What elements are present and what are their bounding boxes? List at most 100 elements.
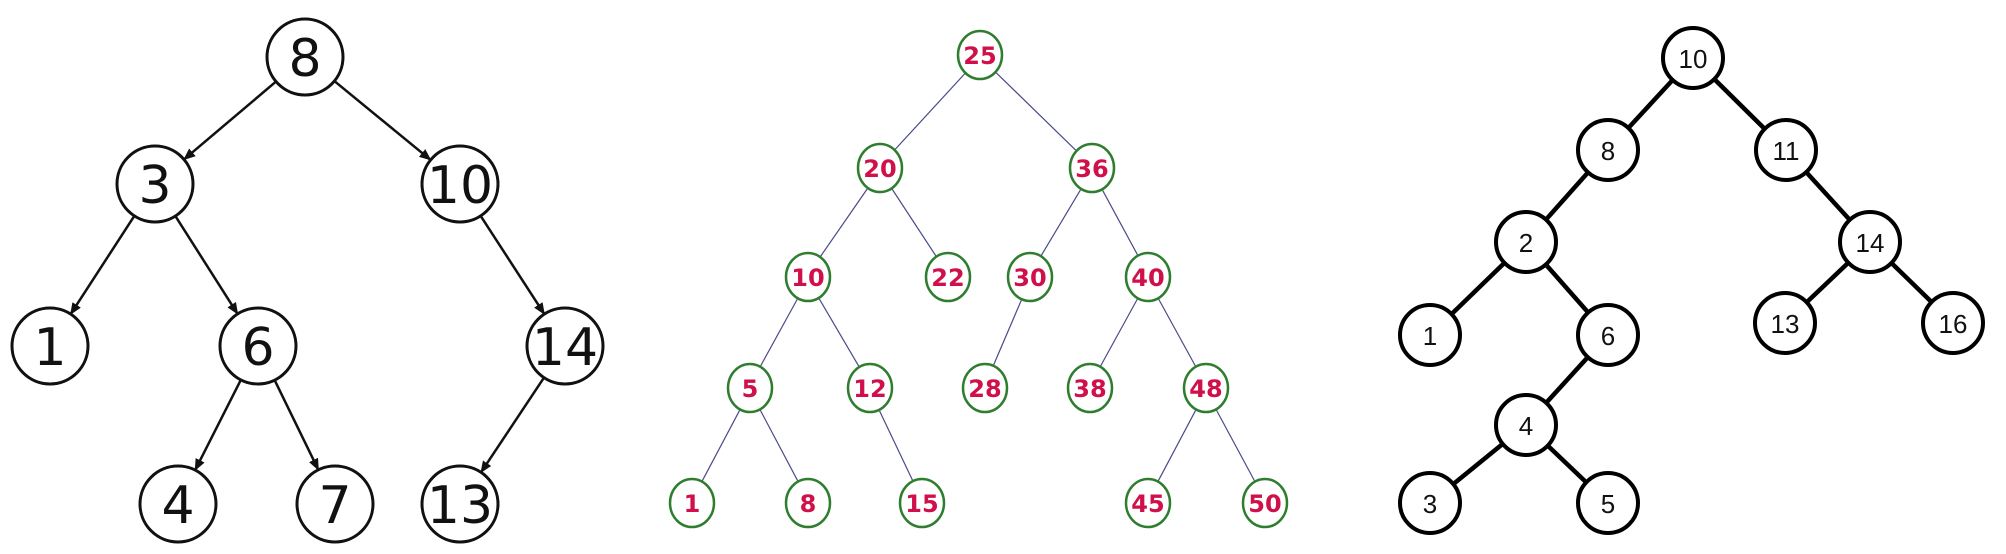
node-label: 14 <box>532 318 598 378</box>
node-circle <box>138 464 218 544</box>
edge-m36-m40 <box>1101 189 1139 256</box>
tree-node: 14 <box>1838 210 1902 274</box>
node-circle <box>420 464 500 544</box>
node-label: 8 <box>1601 136 1615 166</box>
node-circle <box>1753 291 1817 355</box>
node-label: 22 <box>931 264 964 292</box>
node-label: 5 <box>1601 489 1615 519</box>
node-label: 4 <box>161 476 194 536</box>
node-circle <box>1576 471 1640 535</box>
node-label: 28 <box>968 375 1001 403</box>
edge-m20-m10 <box>819 187 869 258</box>
node-circle <box>1754 118 1818 182</box>
node-circle <box>1241 477 1289 529</box>
node-circle <box>1124 251 1172 303</box>
node-circle <box>1182 362 1230 414</box>
tree-node: 1 <box>668 477 716 529</box>
tree-node: 10 <box>420 144 500 224</box>
node-label: 6 <box>241 318 274 378</box>
tree-node: 10 <box>1661 26 1725 90</box>
tree-node: 10 <box>784 251 832 303</box>
node-circle <box>1124 477 1172 529</box>
node-label: 8 <box>288 29 321 89</box>
node-circle <box>1838 210 1902 274</box>
node-label: 40 <box>1131 264 1164 292</box>
tree-node: 16 <box>1921 291 1985 355</box>
tree-node: 40 <box>1124 251 1172 303</box>
node-label: 2 <box>1519 228 1533 258</box>
node-label: 3 <box>138 156 171 216</box>
node-label: 8 <box>800 490 817 518</box>
edge-k8-k2 <box>1544 170 1590 222</box>
edge-k4-k5 <box>1546 444 1588 484</box>
edge-n3-n1 <box>69 215 136 315</box>
node-label: 12 <box>853 375 886 403</box>
tree-node: 4 <box>138 464 218 544</box>
tree-node: 4 <box>1494 393 1558 457</box>
node-label: 4 <box>1519 411 1533 441</box>
node-circle <box>784 251 832 303</box>
edge-n8-n10 <box>333 80 432 161</box>
tree-node: 11 <box>1754 118 1818 182</box>
edge-m10-m12 <box>818 297 860 368</box>
node-circle <box>961 362 1009 414</box>
tree-node: 5 <box>726 362 774 414</box>
tree-node: 1 <box>10 306 90 386</box>
node-circle <box>265 17 345 97</box>
tree-node: 7 <box>295 464 375 544</box>
node-label: 10 <box>1679 44 1708 74</box>
node-label: 30 <box>1013 264 1046 292</box>
tree-node: 14 <box>525 306 605 386</box>
edge-k2-k6 <box>1544 263 1590 314</box>
tree-node: 45 <box>1124 477 1172 529</box>
edge-m40-m48 <box>1157 297 1197 368</box>
node-label: 25 <box>963 42 996 70</box>
node-label: 11 <box>1773 136 1800 166</box>
tree-node: 8 <box>265 17 345 97</box>
tree-node: 20 <box>856 142 904 194</box>
node-circle <box>956 29 1004 81</box>
node-label: 1 <box>33 318 66 378</box>
node-circle <box>1576 303 1640 367</box>
node-label: 13 <box>1771 309 1800 339</box>
tree-node: 12 <box>846 362 894 414</box>
node-circle <box>784 477 832 529</box>
edge-k10-k8 <box>1626 78 1675 130</box>
edge-n8-n3 <box>183 80 277 161</box>
tree-node: 13 <box>420 464 500 544</box>
node-label: 14 <box>1856 228 1885 258</box>
node-label: 10 <box>427 156 493 216</box>
node-circle <box>525 306 605 386</box>
node-label: 7 <box>318 476 351 536</box>
node-circle <box>1398 471 1462 535</box>
node-label: 1 <box>684 490 701 518</box>
edge-k6-k4 <box>1544 355 1590 405</box>
tree-node: 15 <box>898 477 946 529</box>
node-circle <box>1921 291 1985 355</box>
tree-left: 8 3 10 1 6 14 4 7 13 <box>10 17 605 544</box>
edge-n6-n4 <box>194 379 242 471</box>
tree-node: 8 <box>1576 118 1640 182</box>
node-circle <box>668 477 716 529</box>
edge-m25-m36 <box>995 71 1077 152</box>
node-circle <box>1576 118 1640 182</box>
node-circle <box>420 144 500 224</box>
edge-k11-k14 <box>1804 170 1852 222</box>
node-circle <box>115 144 195 224</box>
tree-node: 2 <box>1494 210 1558 274</box>
edge-m10-m5 <box>759 297 799 368</box>
tree-node: 13 <box>1753 291 1817 355</box>
node-circle <box>726 362 774 414</box>
edge-n6-n7 <box>273 379 320 471</box>
node-circle <box>898 477 946 529</box>
edge-m20-m22 <box>891 188 937 257</box>
edge-k14-k16 <box>1889 261 1934 304</box>
node-circle <box>218 306 298 386</box>
edge-m5-m1 <box>701 409 741 482</box>
tree-node: 1 <box>1398 303 1462 367</box>
node-label: 38 <box>1073 375 1106 403</box>
tree-node: 5 <box>1576 471 1640 535</box>
node-circle <box>1066 362 1114 414</box>
